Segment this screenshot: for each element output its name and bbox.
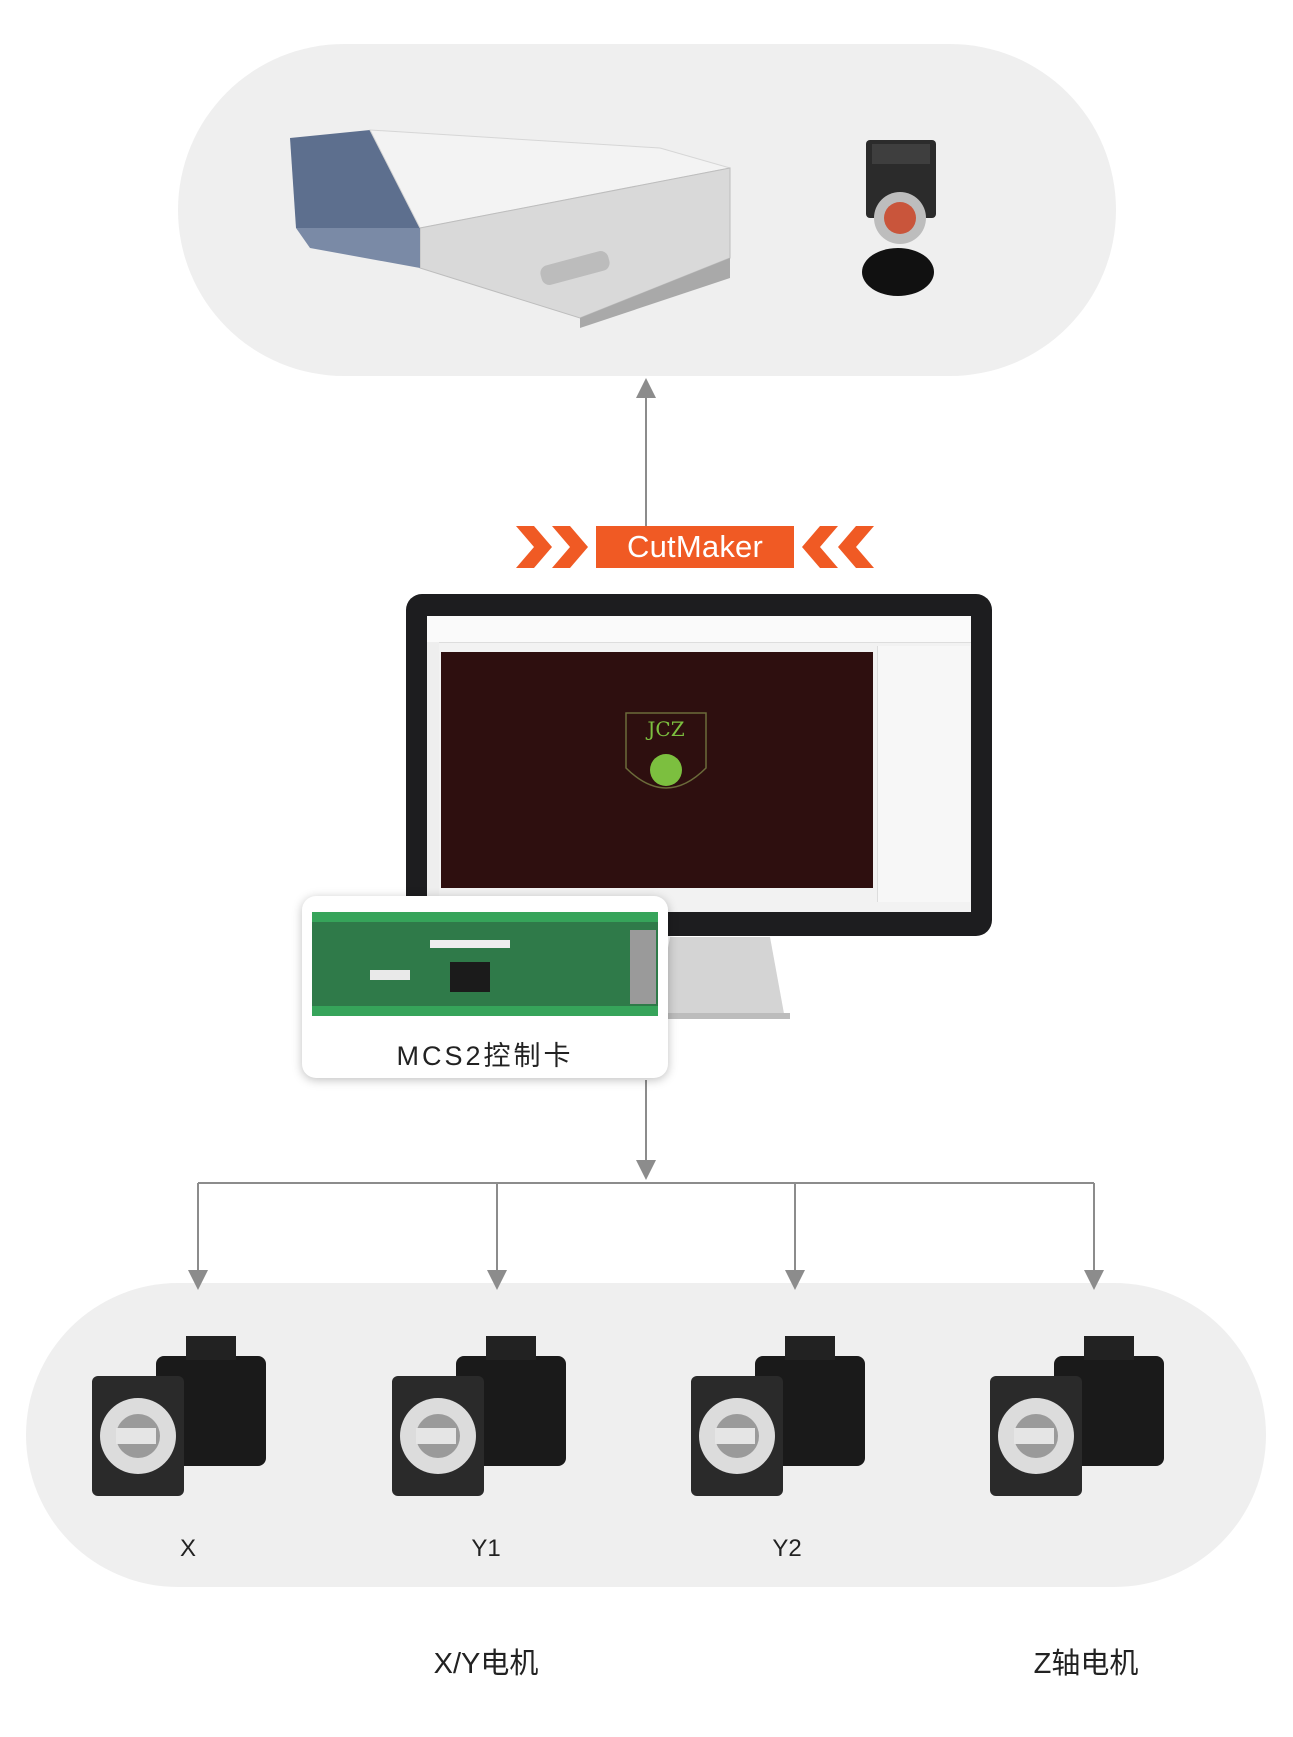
motor-x-image (92, 1336, 266, 1496)
jcz-logo: JCZ (625, 712, 707, 789)
xy-motor-group-label: X/Y电机 (433, 1648, 539, 1680)
tool-sidebar (427, 642, 439, 902)
work-canvas: JCZ (441, 652, 873, 888)
software-screen: JCZ (427, 616, 971, 912)
motor-x-label: X (179, 1535, 196, 1562)
camera-image (862, 140, 936, 296)
z-motor-group-label: Z轴电机 (1033, 1648, 1139, 1680)
monitor-stand (650, 937, 790, 1019)
properties-panel (877, 646, 970, 902)
svg-text:JCZ: JCZ (645, 717, 684, 741)
motor-y2-image (691, 1336, 865, 1496)
motor-y1-label: Y1 (471, 1535, 501, 1562)
motor-y1-image (392, 1336, 566, 1496)
control-board-image (312, 912, 658, 1016)
software-toolbar (427, 616, 971, 643)
control-card-label: MCS2控制卡 (396, 1041, 574, 1071)
motor-z-image (990, 1336, 1164, 1496)
motor-y2-label: Y2 (772, 1535, 802, 1562)
laser-source-image (290, 129, 731, 328)
chevron-right-icon (516, 526, 588, 568)
software-badge: CutMaker (596, 526, 794, 568)
chevron-left-icon (802, 526, 874, 568)
